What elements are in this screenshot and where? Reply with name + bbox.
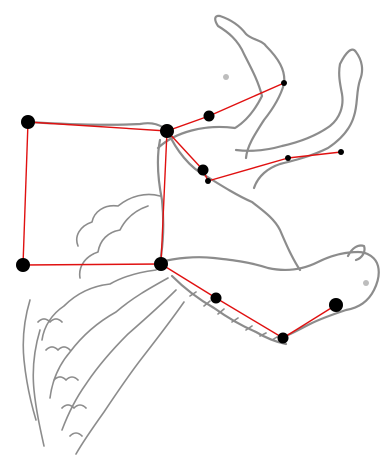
constellation-line bbox=[23, 122, 28, 265]
star-large bbox=[329, 298, 343, 312]
pegasus-back-leg-outline bbox=[158, 16, 284, 158]
constellation-line bbox=[209, 83, 284, 116]
star-large bbox=[154, 257, 168, 271]
star-small bbox=[281, 80, 287, 86]
star-medium bbox=[278, 333, 289, 344]
pegasus-mane-detail bbox=[190, 292, 277, 340]
star-large bbox=[21, 115, 35, 129]
wing-scallop-detail bbox=[38, 319, 86, 436]
constellation-line bbox=[216, 298, 283, 338]
constellation-line bbox=[208, 158, 288, 181]
star-small bbox=[205, 178, 211, 184]
nebula-markers bbox=[223, 74, 369, 286]
constellation-line bbox=[23, 264, 161, 265]
wing-feather-3 bbox=[42, 270, 156, 340]
nebula-marker bbox=[223, 74, 229, 80]
wing-feather-7 bbox=[33, 330, 44, 446]
wing-feather-5 bbox=[62, 290, 176, 430]
star-medium bbox=[204, 111, 215, 122]
star-large bbox=[16, 258, 30, 272]
star-small bbox=[285, 155, 291, 161]
wing-feather-4 bbox=[50, 278, 168, 398]
pegasus-wing bbox=[23, 194, 184, 454]
wing-feather-2 bbox=[80, 206, 148, 278]
wing-feather-1 bbox=[77, 194, 160, 246]
pegasus-mane-outline bbox=[172, 276, 286, 344]
constellation-line bbox=[167, 131, 203, 170]
star-large bbox=[160, 124, 174, 138]
constellation-line bbox=[283, 305, 336, 338]
wing-feather-6 bbox=[76, 302, 184, 454]
constellation-line bbox=[161, 264, 216, 298]
nebula-marker bbox=[363, 280, 369, 286]
star-medium bbox=[198, 165, 209, 176]
star-small bbox=[338, 149, 344, 155]
pegasus-outline bbox=[28, 16, 379, 344]
star-medium bbox=[211, 293, 222, 304]
